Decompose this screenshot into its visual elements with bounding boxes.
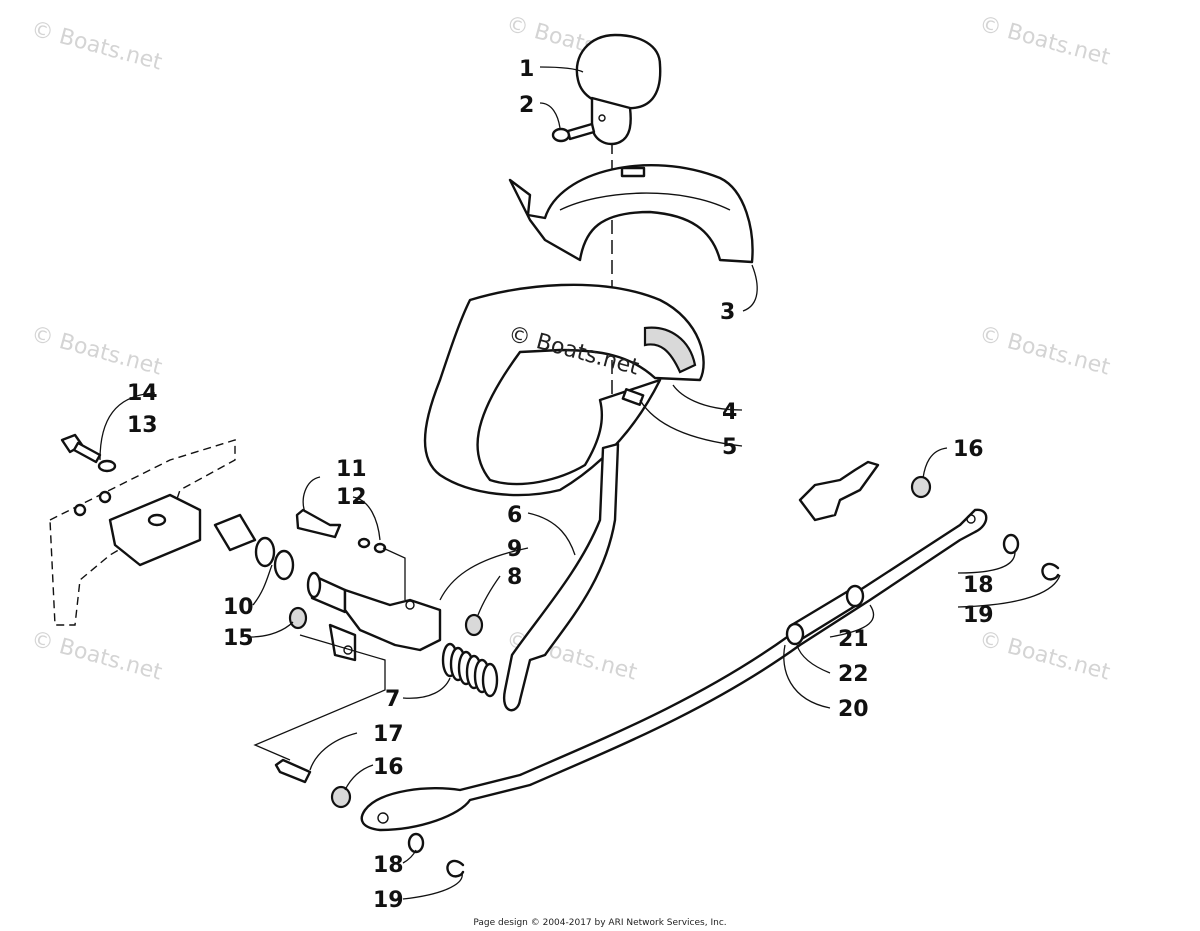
rod-eye-upper	[966, 514, 976, 524]
frame-bracket	[49, 439, 257, 626]
shift-knob	[575, 33, 662, 146]
callout-19-lower: 19	[373, 888, 404, 913]
callout-16-upper: 16	[953, 437, 984, 462]
linkage-arm	[798, 460, 880, 522]
callout-numbers: 1 2 3 4 5 6 7 8 9 10 11 12 13 14 15 16 1…	[127, 57, 994, 913]
callout-1: 1	[519, 57, 534, 82]
bushing-16-upper	[910, 475, 932, 499]
callout-17: 17	[373, 722, 404, 747]
callout-13: 13	[127, 413, 158, 438]
washer-12a	[357, 537, 371, 549]
watermark-top-right: © Boats.net	[976, 12, 1112, 71]
bushing-16-lower	[330, 785, 352, 809]
callout-22: 22	[838, 662, 869, 687]
spring	[441, 642, 499, 698]
callout-18-lower: 18	[373, 853, 404, 878]
callout-14: 14	[127, 381, 158, 406]
screw	[551, 122, 596, 143]
callout-18-upper: 18	[963, 573, 994, 598]
washer-18-upper	[1002, 533, 1020, 555]
callout-11: 11	[336, 457, 367, 482]
page-footer: Page design © 2004-2017 by ARI Network S…	[473, 918, 727, 928]
watermark-bottom-left: © Boats.net	[28, 627, 164, 686]
e-clip-19-lower	[446, 859, 465, 878]
callout-21: 21	[838, 627, 869, 652]
callout-19-upper: 19	[963, 603, 994, 628]
callout-2: 2	[519, 93, 534, 118]
shift-rod	[360, 508, 988, 832]
callout-5: 5	[722, 435, 737, 460]
callout-3: 3	[720, 300, 735, 325]
o-ring-b	[273, 549, 295, 581]
leader-lines	[99, 66, 1061, 900]
callout-6: 6	[507, 503, 522, 528]
jam-nut-2	[845, 584, 865, 608]
pivot-shaft	[306, 571, 442, 662]
callout-15: 15	[223, 626, 254, 651]
e-clip-19-upper	[1041, 562, 1060, 581]
callout-16-lower: 16	[373, 755, 404, 780]
mount-bolt	[60, 433, 117, 473]
jam-nut	[785, 622, 805, 646]
shift-lever	[502, 442, 620, 712]
lower-boot	[423, 283, 705, 497]
callout-4: 4	[722, 400, 737, 425]
upper-cover	[508, 164, 754, 264]
watermark-bottom-right: © Boats.net	[976, 627, 1112, 686]
watermark-mid-right: © Boats.net	[976, 322, 1112, 381]
stud-17	[274, 758, 312, 784]
callout-9: 9	[507, 537, 522, 562]
bushing	[288, 606, 308, 630]
stud	[295, 508, 342, 539]
washer-18-lower	[407, 832, 425, 854]
o-ring-a	[254, 536, 276, 568]
callout-20: 20	[838, 697, 869, 722]
watermark-mid-left: © Boats.net	[28, 322, 164, 381]
callout-7: 7	[385, 687, 400, 712]
washer-12b	[373, 542, 387, 554]
rod-eye-lower	[377, 812, 389, 824]
callout-12: 12	[336, 485, 367, 510]
sleeve	[621, 388, 645, 406]
callout-10: 10	[223, 595, 254, 620]
nut	[464, 613, 484, 637]
watermark-top-left: © Boats.net	[28, 17, 164, 76]
callout-8: 8	[507, 565, 522, 590]
